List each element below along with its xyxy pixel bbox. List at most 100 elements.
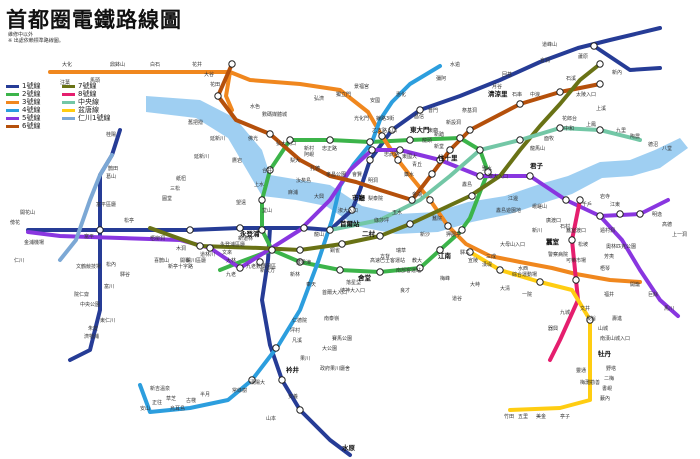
transfer-station-marker[interactable] bbox=[596, 80, 604, 88]
transfer-station-marker[interactable] bbox=[258, 226, 266, 234]
transfer-stations bbox=[96, 42, 644, 414]
station-label: 水色 bbox=[250, 103, 260, 110]
transfer-station-marker[interactable] bbox=[556, 88, 564, 96]
station-label: 賽馬公園 bbox=[332, 335, 352, 342]
transfer-station-marker[interactable] bbox=[556, 124, 564, 132]
transfer-station-marker[interactable] bbox=[326, 226, 334, 234]
transfer-station-marker[interactable] bbox=[258, 196, 266, 204]
transfer-station-marker[interactable] bbox=[236, 264, 244, 272]
transfer-station-marker[interactable] bbox=[368, 146, 376, 154]
transfer-station-marker[interactable] bbox=[388, 126, 396, 134]
transfer-station-marker[interactable] bbox=[484, 168, 492, 176]
transfer-station-marker[interactable] bbox=[568, 236, 576, 244]
transfer-station-marker[interactable] bbox=[228, 60, 236, 68]
transfer-station-marker[interactable] bbox=[436, 156, 444, 164]
transfer-station-marker[interactable] bbox=[296, 246, 304, 254]
legend-swatch bbox=[62, 101, 75, 104]
station-label: 忠正路 bbox=[322, 145, 337, 152]
station-label: 安國 bbox=[370, 97, 380, 104]
transfer-station-marker[interactable] bbox=[406, 136, 414, 144]
transfer-station-marker[interactable] bbox=[616, 210, 624, 218]
legend-swatch bbox=[62, 85, 75, 88]
transfer-station-marker[interactable] bbox=[296, 258, 304, 266]
transfer-station-marker[interactable] bbox=[516, 100, 524, 108]
transfer-station-marker[interactable] bbox=[496, 266, 504, 274]
transfer-station-marker[interactable] bbox=[426, 196, 434, 204]
transfer-station-marker[interactable] bbox=[586, 316, 594, 324]
transfer-station-marker[interactable] bbox=[366, 138, 374, 146]
station-label: 梅灘勸善 bbox=[580, 379, 600, 386]
transfer-station-marker[interactable] bbox=[268, 246, 276, 254]
transfer-station-marker[interactable] bbox=[394, 156, 402, 164]
transfer-station-marker[interactable] bbox=[378, 132, 386, 140]
transfer-station-marker[interactable] bbox=[476, 146, 484, 154]
transfer-station-marker[interactable] bbox=[326, 136, 334, 144]
transfer-station-marker[interactable] bbox=[476, 172, 484, 180]
transfer-station-marker[interactable] bbox=[416, 106, 424, 114]
transfer-station-marker[interactable] bbox=[286, 136, 294, 144]
transfer-station-marker[interactable] bbox=[596, 212, 604, 220]
station-label: 大公園 bbox=[322, 345, 337, 352]
transfer-station-marker[interactable] bbox=[456, 134, 464, 142]
transfer-station-marker[interactable] bbox=[266, 130, 274, 138]
transfer-station-marker[interactable] bbox=[348, 206, 356, 214]
transfer-station-marker[interactable] bbox=[436, 246, 444, 254]
station-label: 首爾站 bbox=[340, 219, 360, 228]
transfer-station-marker[interactable] bbox=[338, 240, 346, 248]
transfer-station-marker[interactable] bbox=[266, 166, 274, 174]
transfer-station-marker[interactable] bbox=[186, 226, 194, 234]
transfer-station-marker[interactable] bbox=[466, 248, 474, 256]
transfer-station-marker[interactable] bbox=[336, 266, 344, 274]
transfer-station-marker[interactable] bbox=[572, 276, 580, 284]
transfer-station-marker[interactable] bbox=[278, 376, 286, 384]
transfer-station-marker[interactable] bbox=[248, 376, 256, 384]
station-label: 道峰山 bbox=[542, 41, 557, 48]
station-label: 首爾大入口 bbox=[322, 289, 347, 296]
transfer-station-marker[interactable] bbox=[458, 226, 466, 234]
station-label: 馬川 bbox=[664, 306, 674, 312]
transfer-station-marker[interactable] bbox=[516, 136, 524, 144]
station-label: 舍堂 bbox=[357, 273, 372, 282]
transfer-station-marker[interactable] bbox=[446, 146, 454, 154]
transfer-station-marker[interactable] bbox=[406, 220, 414, 228]
transfer-station-marker[interactable] bbox=[636, 210, 644, 218]
transfer-station-marker[interactable] bbox=[526, 172, 534, 180]
transfer-station-marker[interactable] bbox=[428, 170, 436, 178]
station-label: 麻浦 bbox=[288, 189, 298, 196]
transfer-station-marker[interactable] bbox=[366, 156, 374, 164]
station-label: 新道林 bbox=[238, 235, 253, 242]
transfer-station-marker[interactable] bbox=[416, 264, 424, 272]
transfer-station-marker[interactable] bbox=[596, 60, 604, 68]
transfer-station-marker[interactable] bbox=[444, 222, 452, 230]
line1-spur bbox=[98, 128, 122, 232]
station-label: 市廳 bbox=[352, 193, 366, 202]
transfer-station-marker[interactable] bbox=[576, 196, 584, 204]
transfer-station-marker[interactable] bbox=[408, 196, 416, 204]
transfer-station-marker[interactable] bbox=[256, 258, 264, 266]
transfer-station-marker[interactable] bbox=[300, 224, 308, 232]
transfer-station-marker[interactable] bbox=[468, 192, 476, 200]
transfer-station-marker[interactable] bbox=[296, 406, 304, 414]
transfer-station-marker[interactable] bbox=[206, 244, 214, 252]
transfer-station-marker[interactable] bbox=[196, 242, 204, 250]
station-label: 惠化 bbox=[396, 91, 406, 98]
station-label: 常綠樹 bbox=[232, 387, 247, 394]
station-label: 傍花 bbox=[10, 219, 20, 226]
transfer-station-marker[interactable] bbox=[376, 232, 384, 240]
transfer-station-marker[interactable] bbox=[236, 224, 244, 232]
legend-swatch bbox=[62, 93, 75, 96]
station-label: 龍頭 bbox=[422, 137, 432, 144]
station-label: 水逾 bbox=[450, 61, 460, 68]
transfer-station-marker[interactable] bbox=[214, 92, 222, 100]
transfer-station-marker[interactable] bbox=[272, 344, 280, 352]
transfer-station-marker[interactable] bbox=[596, 126, 604, 134]
transfer-station-marker[interactable] bbox=[96, 226, 104, 234]
transfer-station-marker[interactable] bbox=[466, 126, 474, 134]
transfer-station-marker[interactable] bbox=[562, 196, 570, 204]
transfer-station-marker[interactable] bbox=[536, 278, 544, 286]
transfer-station-marker[interactable] bbox=[590, 42, 598, 50]
station-label: 喜鵲山 bbox=[154, 257, 169, 264]
transfer-station-marker[interactable] bbox=[376, 268, 384, 276]
transfer-station-marker[interactable] bbox=[396, 146, 404, 154]
